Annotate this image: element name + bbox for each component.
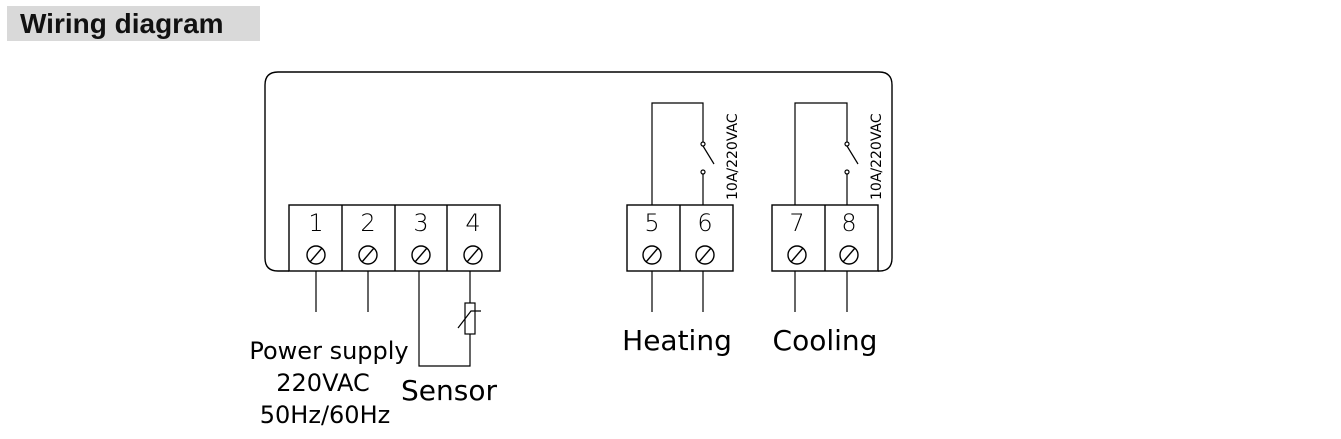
terminal-number-3: 3	[413, 209, 428, 237]
power-supply-label: Power supply	[249, 337, 408, 365]
power-supply-wires	[315, 271, 369, 312]
terminal-screw-6-icon	[695, 245, 715, 265]
terminal-screw-2-icon	[358, 245, 378, 265]
section-header: Wiring diagram	[7, 6, 260, 41]
cooling-label: Cooling	[773, 324, 878, 357]
thermistor-icon	[457, 302, 481, 335]
sensor-wires	[418, 271, 471, 367]
heating-relay-switch-icon	[651, 102, 715, 205]
terminal-number-2: 2	[360, 209, 375, 237]
cooling-wires	[794, 271, 848, 312]
terminal-number-6: 6	[697, 209, 712, 237]
terminal-screw-8-icon	[839, 245, 859, 265]
terminal-screw-3-icon	[411, 245, 431, 265]
heating-label: Heating	[622, 324, 732, 357]
terminal-number-7: 7	[789, 209, 804, 237]
terminal-screw-4-icon	[463, 245, 483, 265]
page-title: Wiring diagram	[20, 8, 224, 39]
controller-housing	[264, 71, 893, 272]
heating-wires	[651, 271, 704, 312]
power-supply-frequency-label: 50Hz/60Hz	[260, 401, 390, 429]
terminal-screw-1-icon	[306, 245, 326, 265]
heating-relay-rating: 10A/220VAC	[725, 113, 741, 200]
terminal-number-1: 1	[308, 209, 323, 237]
terminal-block-cooling	[771, 204, 879, 272]
terminal-number-5: 5	[644, 209, 659, 237]
terminal-screw-7-icon	[787, 245, 807, 265]
terminal-block-heating	[626, 204, 734, 272]
terminal-number-4: 4	[465, 209, 480, 237]
cooling-relay-rating: 10A/220VAC	[869, 113, 885, 200]
terminal-number-8: 8	[841, 209, 856, 237]
terminal-screw-5-icon	[642, 245, 662, 265]
cooling-relay-switch-icon	[794, 102, 859, 205]
power-supply-voltage-label: 220VAC	[276, 369, 369, 397]
sensor-label: Sensor	[401, 374, 497, 407]
